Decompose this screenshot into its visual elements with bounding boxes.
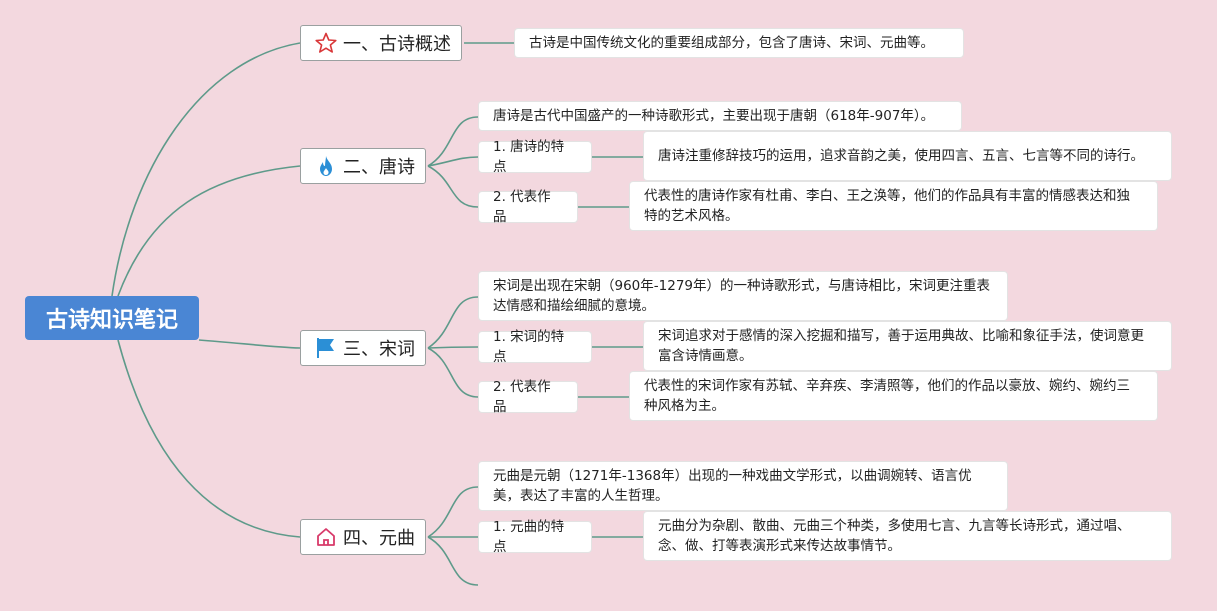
summary-text: 宋词是出现在宋朝（960年-1279年）的一种诗歌形式，与唐诗相比，宋词更注重表… <box>493 278 990 314</box>
detail-text: 代表性的唐诗作家有杜甫、李白、王之涣等，他们的作品具有丰富的情感表达和独特的艺术… <box>644 188 1130 224</box>
connector-topic2-summary <box>427 116 479 167</box>
subtopic-song-features[interactable]: 1. 宋词的特点 <box>478 329 592 365</box>
connector-root-topic2 <box>117 165 301 297</box>
connector-topic4-extra <box>427 536 479 586</box>
topic-node-yuan-qu[interactable]: 四、元曲 <box>300 519 426 555</box>
topic-node-tang-poetry[interactable]: 二、唐诗 <box>300 148 426 184</box>
home-icon <box>313 524 339 550</box>
subtopic-label: 2. 代表作品 <box>493 379 551 415</box>
topic-summary-yuan[interactable]: 元曲是元朝（1271年-1368年）出现的一种戏曲文学形式，以曲调婉转、语言优美… <box>478 461 1008 511</box>
topic-title: 三、宋词 <box>343 339 415 360</box>
connector-topic4-summary <box>427 486 479 538</box>
connector-topic2-sub2 <box>427 165 479 208</box>
connector-root-topic1 <box>111 42 301 297</box>
detail-yuan-features[interactable]: 元曲分为杂剧、散曲、元曲三个种类，多使用七言、九言等长诗形式，通过唱、念、做、打… <box>643 511 1172 561</box>
flag-icon <box>313 335 339 361</box>
subtopic-label: 1. 宋词的特点 <box>493 329 565 365</box>
root-node[interactable]: 古诗知识笔记 <box>25 296 199 340</box>
subtopic-tang-works[interactable]: 2. 代表作品 <box>478 189 578 225</box>
subtopic-label: 1. 唐诗的特点 <box>493 139 565 175</box>
topic-node-overview[interactable]: 一、古诗概述 <box>300 25 462 61</box>
topic-title: 一、古诗概述 <box>343 34 451 55</box>
topic-node-song-ci[interactable]: 三、宋词 <box>300 330 426 366</box>
connector-topic3-sub2 <box>427 347 479 398</box>
summary-text: 古诗是中国传统文化的重要组成部分，包含了唐诗、宋词、元曲等。 <box>529 35 934 51</box>
connector-root-topic4 <box>117 339 301 538</box>
topic-summary-tang[interactable]: 唐诗是古代中国盛产的一种诗歌形式，主要出现于唐朝（618年-907年）。 <box>478 101 962 131</box>
detail-song-works[interactable]: 代表性的宋词作家有苏轼、辛弃疾、李清照等，他们的作品以豪放、婉约、婉约三种风格为… <box>629 371 1158 421</box>
connector-topic3-sub1 <box>427 346 479 349</box>
topic-title: 四、元曲 <box>343 528 415 549</box>
subtopic-label: 1. 元曲的特点 <box>493 519 565 555</box>
summary-text: 唐诗是古代中国盛产的一种诗歌形式，主要出现于唐朝（618年-907年）。 <box>493 108 935 124</box>
subtopic-label: 2. 代表作品 <box>493 189 551 225</box>
star-outline-icon <box>313 30 339 56</box>
subtopic-song-works[interactable]: 2. 代表作品 <box>478 379 578 415</box>
detail-text: 宋词追求对于感情的深入挖掘和描写，善于运用典故、比喻和象征手法，使词意更富含诗情… <box>658 328 1144 364</box>
flame-icon <box>313 153 339 179</box>
root-title: 古诗知识笔记 <box>45 308 178 333</box>
subtopic-yuan-features[interactable]: 1. 元曲的特点 <box>478 519 592 555</box>
detail-tang-features[interactable]: 唐诗注重修辞技巧的运用，追求音韵之美，使用四言、五言、七言等不同的诗行。 <box>643 131 1172 181</box>
connector-topic2-sub1 <box>427 156 479 167</box>
connector-topic3-summary <box>427 296 479 349</box>
topic-summary-overview[interactable]: 古诗是中国传统文化的重要组成部分，包含了唐诗、宋词、元曲等。 <box>514 28 964 58</box>
summary-text: 元曲是元朝（1271年-1368年）出现的一种戏曲文学形式，以曲调婉转、语言优美… <box>493 468 972 504</box>
topic-title: 二、唐诗 <box>343 157 415 178</box>
detail-text: 元曲分为杂剧、散曲、元曲三个种类，多使用七言、九言等长诗形式，通过唱、念、做、打… <box>658 518 1131 554</box>
connector-root-topic3 <box>198 339 301 349</box>
detail-text: 唐诗注重修辞技巧的运用，追求音韵之美，使用四言、五言、七言等不同的诗行。 <box>658 148 1144 164</box>
detail-tang-works[interactable]: 代表性的唐诗作家有杜甫、李白、王之涣等，他们的作品具有丰富的情感表达和独特的艺术… <box>629 181 1158 231</box>
detail-text: 代表性的宋词作家有苏轼、辛弃疾、李清照等，他们的作品以豪放、婉约、婉约三种风格为… <box>644 378 1130 414</box>
topic-summary-song[interactable]: 宋词是出现在宋朝（960年-1279年）的一种诗歌形式，与唐诗相比，宋词更注重表… <box>478 271 1008 321</box>
subtopic-tang-features[interactable]: 1. 唐诗的特点 <box>478 139 592 175</box>
detail-song-features[interactable]: 宋词追求对于感情的深入挖掘和描写，善于运用典故、比喻和象征手法，使词意更富含诗情… <box>643 321 1172 371</box>
